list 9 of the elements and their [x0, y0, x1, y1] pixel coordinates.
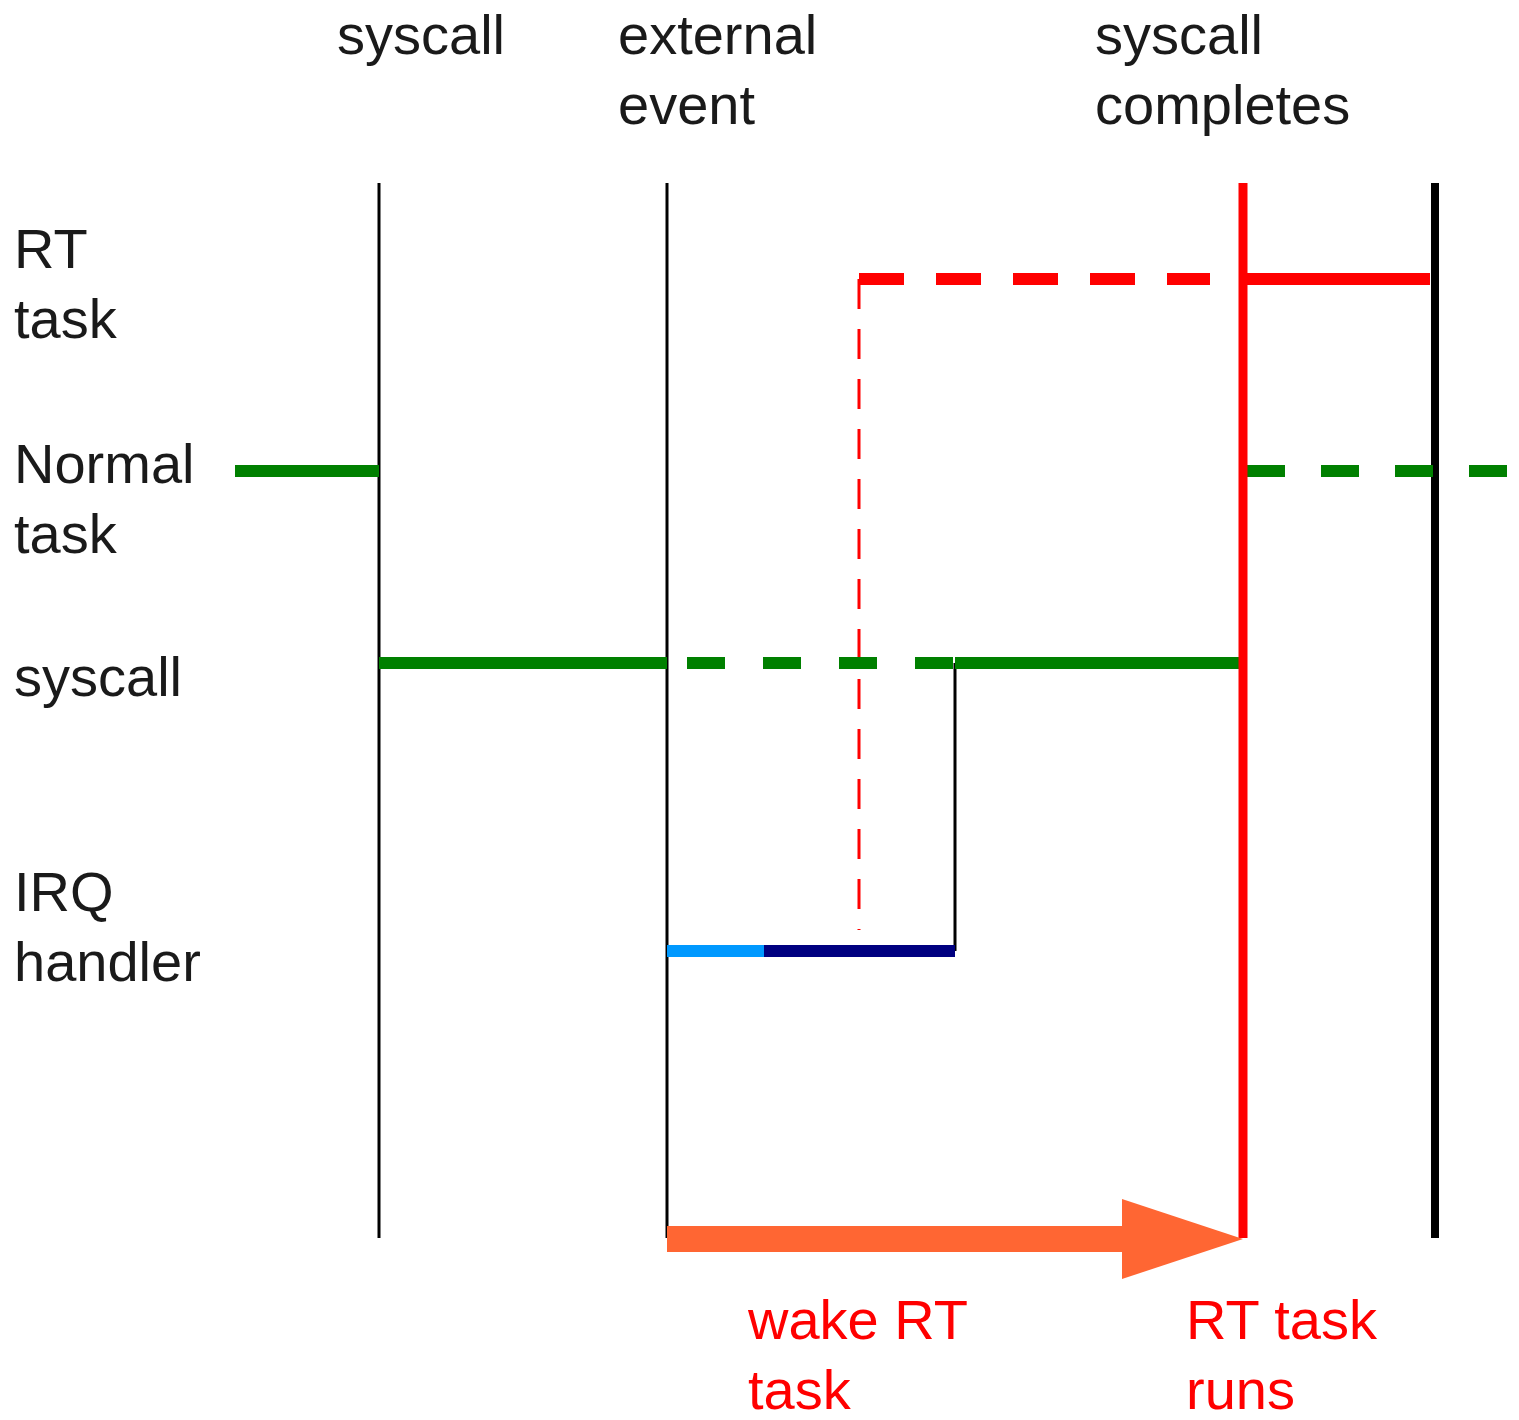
annotation-label: wake RT task	[748, 1287, 968, 1420]
column-label: syscall completes	[1095, 2, 1352, 138]
row-label: RT task	[14, 216, 118, 352]
column-label: external event	[618, 2, 819, 138]
annotation-label: RT task runs	[1186, 1287, 1378, 1420]
row-label: syscall	[14, 644, 183, 710]
row-label: IRQ handler	[14, 859, 202, 995]
row-label: Normal task	[14, 431, 196, 567]
column-label: syscall	[337, 2, 506, 68]
